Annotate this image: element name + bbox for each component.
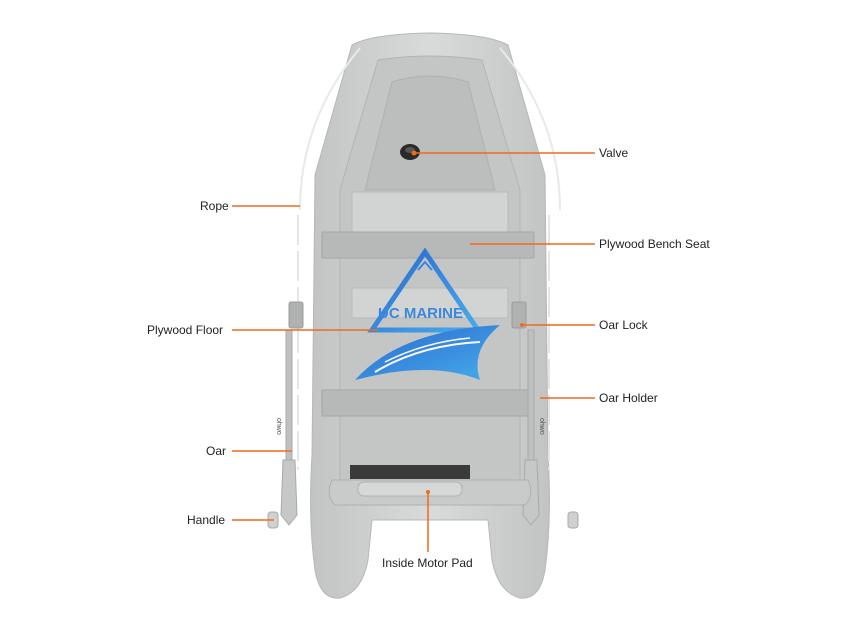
oar-left: ohwo	[275, 329, 298, 526]
label-oar-lock: Oar Lock	[599, 318, 648, 332]
handle-right	[567, 511, 579, 529]
bench-seat-rear	[321, 389, 535, 417]
oar-lock-left	[288, 301, 304, 329]
leader-lines	[232, 152, 595, 552]
uc-marine-logo: UC MARINE	[355, 247, 500, 380]
svg-text:UC MARINE: UC MARINE	[378, 305, 463, 322]
dot-valve	[411, 150, 417, 156]
label-valve: Valve	[599, 146, 629, 160]
dot-oar-lock	[520, 323, 524, 327]
label-inside-motor-pad: Inside Motor Pad	[382, 556, 473, 570]
label-oar: Oar	[206, 444, 227, 458]
label-plywood-bench-seat: Plywood Bench Seat	[599, 237, 710, 251]
label-plywood-floor: Plywood Floor	[147, 323, 224, 337]
floor-panel-mid	[351, 287, 509, 319]
dot-motor-pad	[426, 490, 430, 494]
label-oar-holder: Oar Holder	[599, 391, 658, 405]
oar-lock-right	[511, 301, 527, 329]
bow-curve	[364, 75, 496, 191]
rope-line	[299, 47, 561, 211]
svg-text:ohwo: ohwo	[538, 418, 545, 435]
svg-text:ohwo: ohwo	[275, 418, 282, 435]
label-rope: Rope	[200, 199, 229, 213]
label-handle: Handle	[187, 513, 226, 527]
floor-panel-front	[351, 191, 509, 233]
